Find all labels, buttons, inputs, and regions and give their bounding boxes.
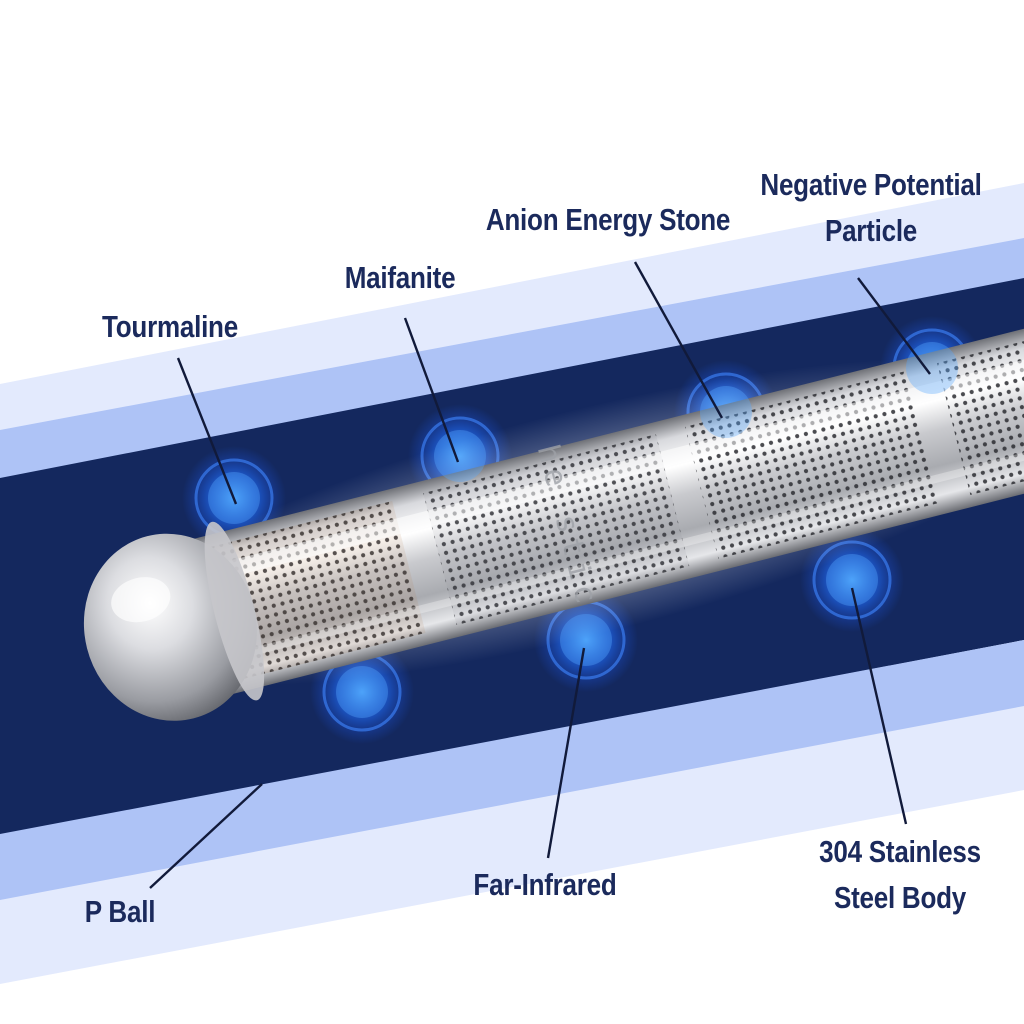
label-tourmaline: Tourmaline xyxy=(102,309,238,344)
leader-far-infrared xyxy=(546,647,586,859)
leader-p-ball xyxy=(149,783,263,889)
label-far-infrared: Far-Infrared xyxy=(473,867,617,902)
leader-maifanite xyxy=(403,317,460,463)
band-light-lower xyxy=(0,706,1024,984)
label-maifanite: Maifanite xyxy=(344,260,456,295)
stainless-tube: he stic xyxy=(83,314,1024,730)
leader-lines xyxy=(149,261,931,889)
label-negative-potential-particle: Negative Potential Particle xyxy=(760,167,982,248)
leader-tourmaline xyxy=(176,357,238,505)
band-medium-lower xyxy=(0,640,1024,902)
leader-stainless xyxy=(850,587,908,825)
leader-negative-potential xyxy=(857,277,931,375)
label-p-ball: P Ball xyxy=(84,894,156,929)
leader-anion xyxy=(633,261,724,419)
label-anion-energy-stone: Anion Energy Stone xyxy=(485,202,731,237)
label-304-stainless-steel-body: 304 Stainless Steel Body xyxy=(819,834,981,915)
